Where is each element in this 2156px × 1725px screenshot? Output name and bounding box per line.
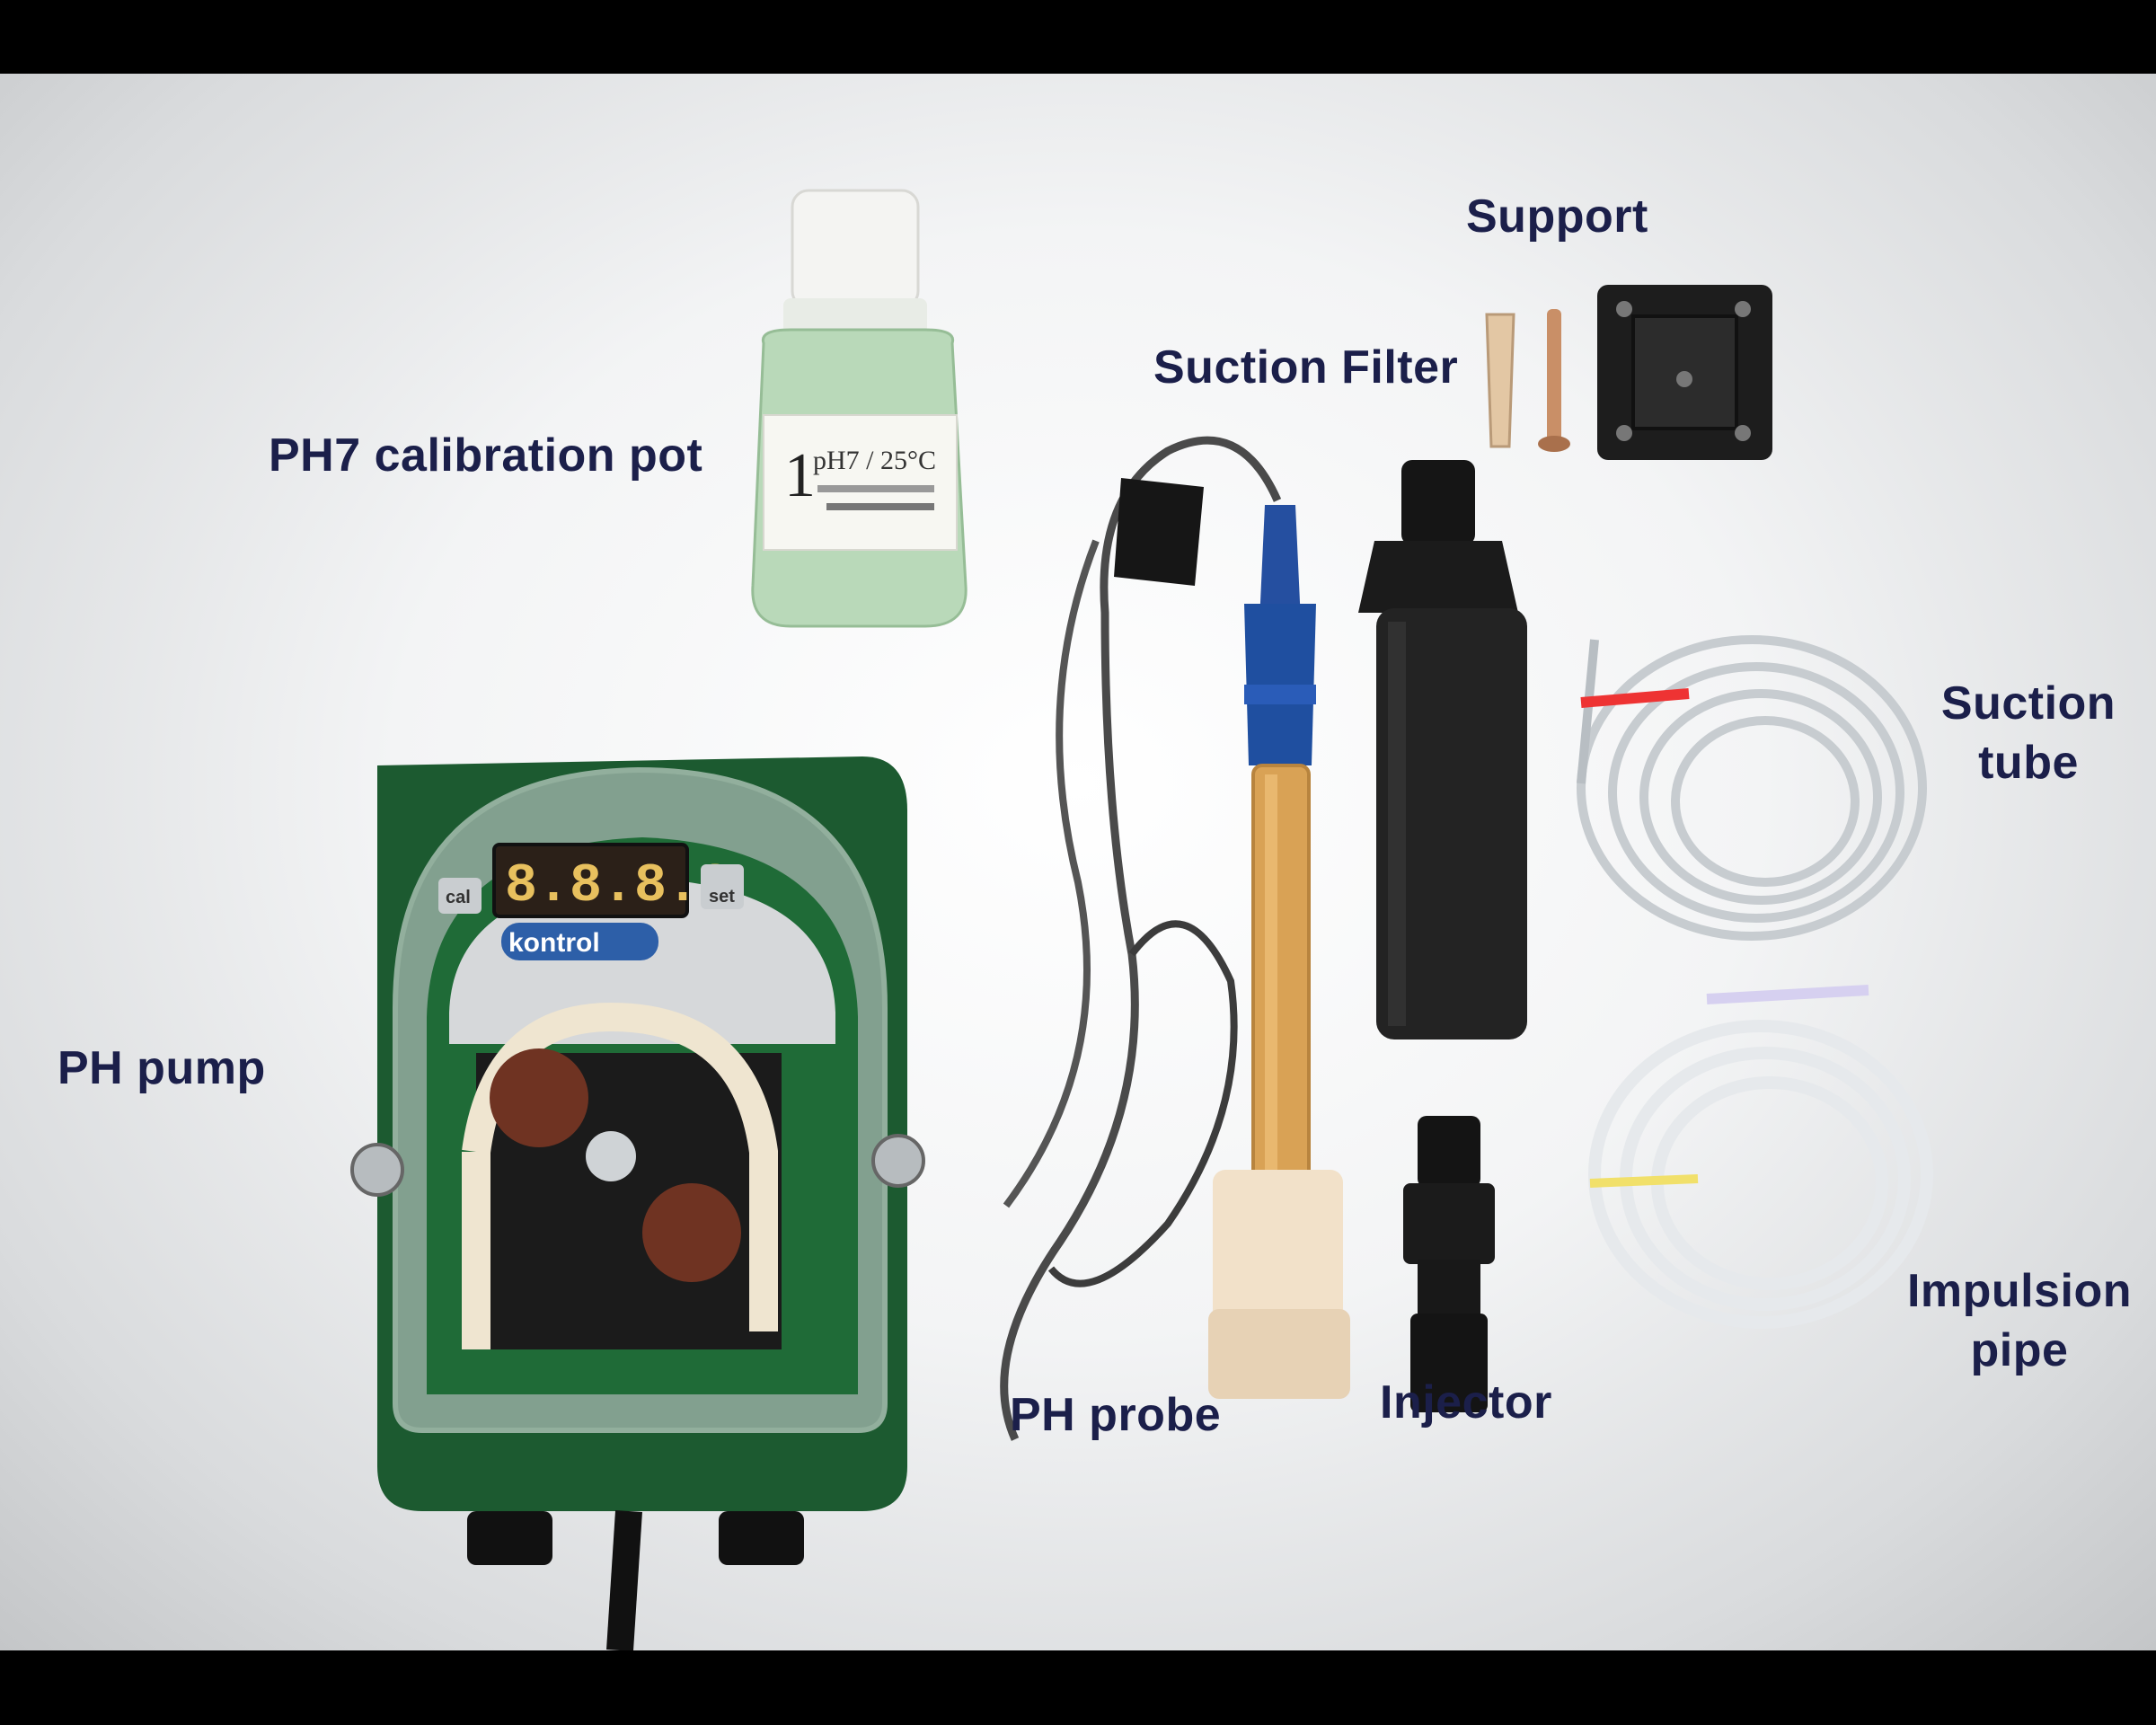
wall-plug: [1485, 313, 1515, 448]
label-impulsion-pipe-line1: Impulsion: [1906, 1265, 2133, 1317]
pump-cal-label: cal: [446, 888, 471, 907]
impulsion-pipe-coil: [1588, 985, 1933, 1329]
support-plate: [1597, 285, 1772, 460]
label-support: Support: [1466, 190, 1648, 243]
product-illustration: 1 pH7 / 25°C: [350, 189, 1933, 1650]
screw: [1538, 309, 1570, 452]
injector: [1403, 1116, 1495, 1412]
pump-set-label: set: [709, 887, 735, 907]
label-suction-tube-line1: Suction: [1940, 677, 2116, 730]
label-impulsion-pipe-line2: pipe: [1970, 1324, 2069, 1376]
label-calibration-pot: PH7 calibration pot: [269, 429, 703, 482]
bottle-label-text: pH7 / 25°C: [813, 446, 936, 475]
pump-display-value: 8.8.8.8: [505, 856, 731, 917]
label-impulsion-pipe: Impulsion pipe: [1894, 1261, 2145, 1380]
product-photo: 1 pH7 / 25°C: [0, 74, 2156, 1650]
bottom-letterbox: [0, 1650, 2156, 1725]
label-injector: Injector: [1380, 1376, 1552, 1429]
label-ph-pump: PH pump: [57, 1042, 266, 1094]
pump-brand: kontrol: [508, 928, 600, 958]
top-letterbox: [0, 0, 2156, 74]
label-suction-filter: Suction Filter: [1153, 341, 1459, 394]
ph-pump: 8.8.8.8 cal set kontrol: [350, 756, 925, 1650]
label-suction-tube: Suction tube: [1930, 674, 2127, 792]
calibration-bottle: 1 pH7 / 25°C: [751, 189, 968, 628]
ph-probe: [1000, 436, 1350, 1441]
label-ph-probe: PH probe: [1010, 1389, 1222, 1441]
suction-filter: [1358, 460, 1527, 1039]
bottle-number: 1: [784, 441, 816, 510]
label-suction-tube-line2: tube: [1978, 737, 2079, 789]
suction-tube-coil: [1577, 635, 1927, 941]
